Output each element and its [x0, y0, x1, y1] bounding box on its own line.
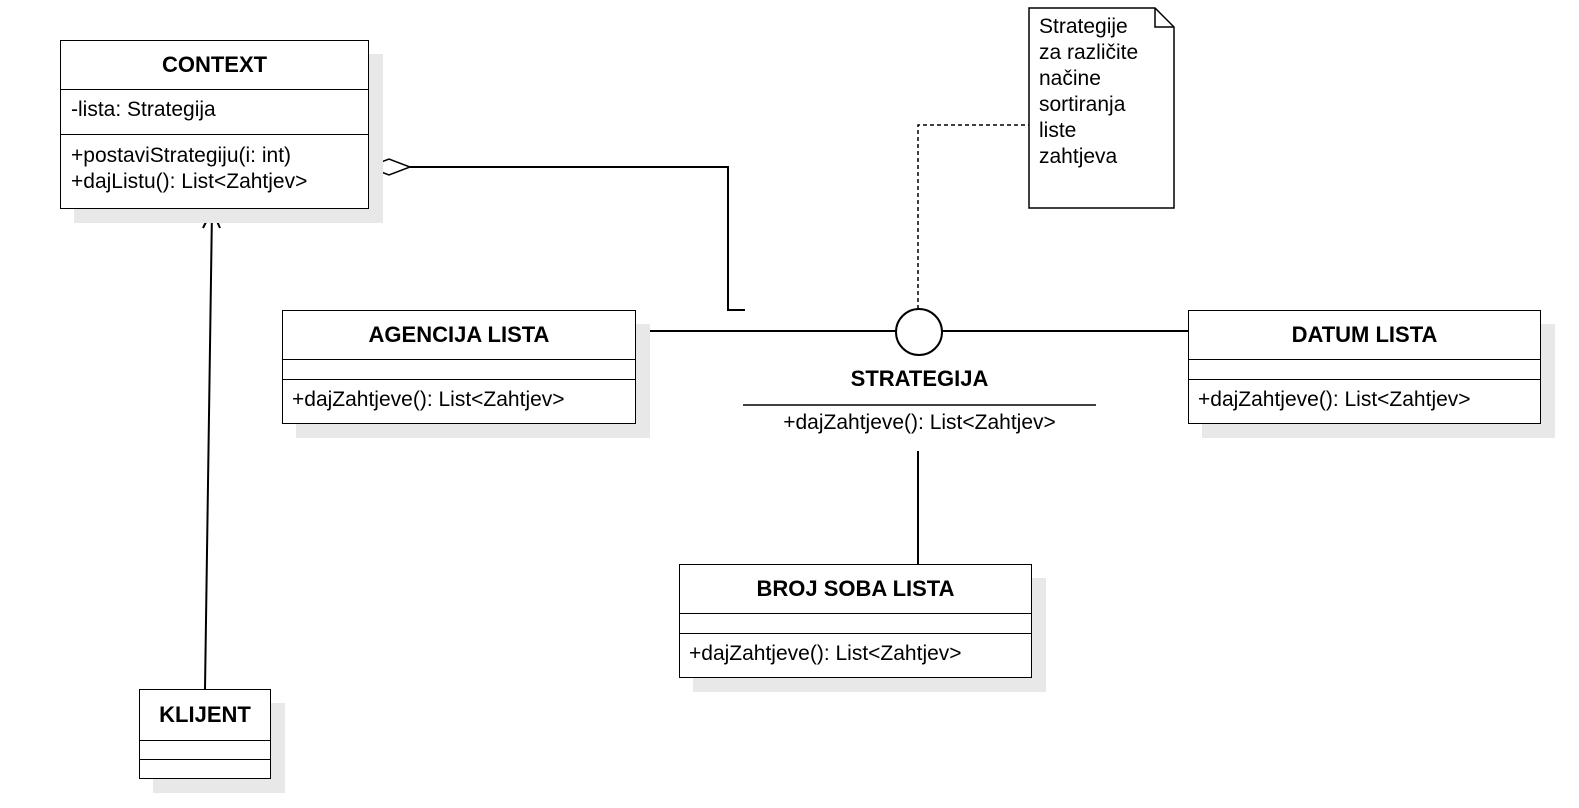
agencija-attributes — [283, 360, 635, 380]
klijent-class[interactable]: KLIJENT — [139, 689, 271, 779]
klijent-class-name: KLIJENT — [140, 690, 270, 741]
context-class-name: CONTEXT — [61, 41, 368, 90]
context-attributes: -lista: Strategija — [61, 90, 368, 135]
context-operations: +postaviStrategiju(i: int) +dajListu(): … — [61, 135, 368, 195]
context-operation: +postaviStrategiju(i: int) — [71, 144, 292, 167]
note-text: Strategije za različite načine sortiranj… — [1039, 15, 1139, 168]
broj-soba-lista-class[interactable]: BROJ SOBA LISTA +dajZahtjeve(): List<Zah… — [679, 564, 1032, 678]
datum-lista-class[interactable]: DATUM LISTA +dajZahtjeve(): List<Zahtjev… — [1188, 310, 1541, 424]
agencija-lista-class[interactable]: AGENCIJA LISTA +dajZahtjeve(): List<Zaht… — [282, 310, 636, 424]
note-shape[interactable] — [1028, 7, 1175, 209]
note-fold — [1154, 8, 1174, 28]
klijent-attributes — [140, 741, 270, 760]
context-operation: +dajListu(): List<Zahtjev> — [71, 170, 308, 193]
context-attribute: -lista: Strategija — [71, 98, 216, 121]
datum-operations: +dajZahtjeve(): List<Zahtjev> — [1189, 380, 1540, 413]
broj-soba-operations: +dajZahtjeve(): List<Zahtjev> — [680, 634, 1031, 667]
strategija-operation: +dajZahtjeve(): List<Zahtjev> — [783, 411, 1056, 434]
agencija-operations: +dajZahtjeve(): List<Zahtjev> — [283, 380, 635, 413]
agencija-class-name: AGENCIJA LISTA — [283, 311, 635, 360]
datum-class-name: DATUM LISTA — [1189, 311, 1540, 360]
context-class[interactable]: CONTEXT -lista: Strategija +postaviStrat… — [60, 40, 369, 209]
broj-soba-operation: +dajZahtjeve(): List<Zahtjev> — [689, 642, 962, 665]
aggregation-edge[interactable] — [410, 166, 745, 311]
datum-operation: +dajZahtjeve(): List<Zahtjev> — [1198, 388, 1471, 411]
aggregation-diamond — [365, 158, 413, 176]
strategija-interface-name: STRATEGIJA — [850, 366, 989, 391]
datum-attributes — [1189, 360, 1540, 380]
agencija-operation: +dajZahtjeve(): List<Zahtjev> — [292, 388, 565, 411]
broj-soba-attributes — [680, 614, 1031, 634]
broj-soba-class-name: BROJ SOBA LISTA — [680, 565, 1031, 614]
dependency-edge[interactable] — [204, 209, 213, 690]
strategija-interface-circle[interactable] — [895, 308, 943, 356]
dependency-arrowhead — [202, 207, 221, 229]
note-anchor — [917, 124, 1029, 309]
